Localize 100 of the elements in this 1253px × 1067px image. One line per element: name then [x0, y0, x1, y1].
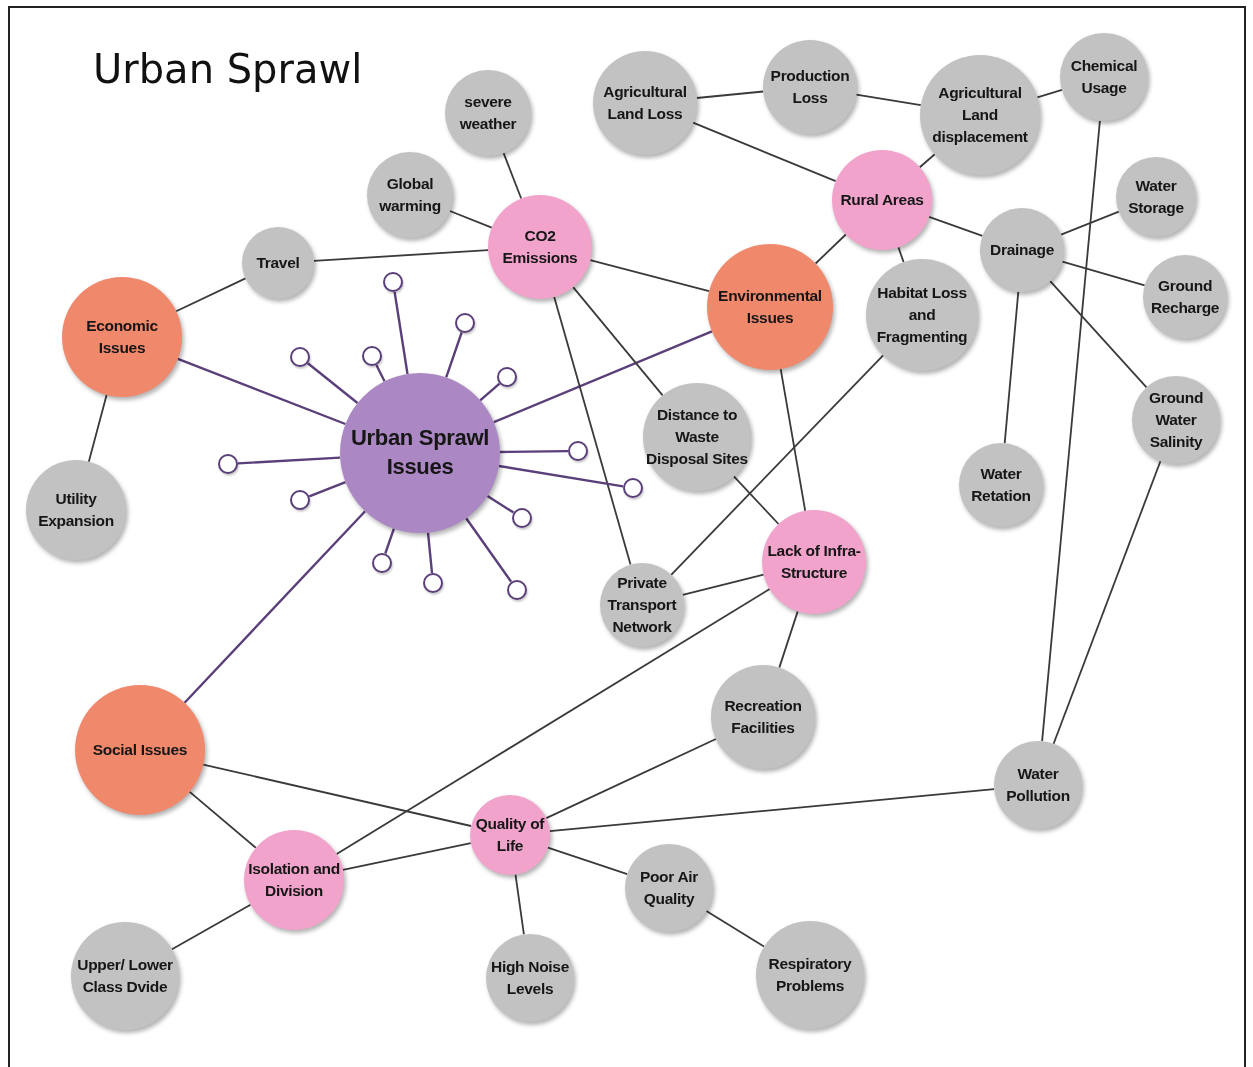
circle-node	[866, 259, 978, 371]
node-label: Economic Issues	[85, 316, 159, 358]
node-label: Distance to Waste Disposal Sites	[645, 405, 749, 469]
connector-line	[1049, 280, 1148, 389]
circle-node	[832, 150, 932, 250]
node-label: Travel	[256, 253, 300, 274]
connector-line	[1060, 210, 1120, 236]
node-label: Agricultural Land Loss	[602, 82, 688, 124]
circle-node	[600, 563, 684, 647]
node-label: Water Retation	[970, 464, 1032, 506]
connector-line	[202, 763, 472, 827]
node-label: Drainage	[990, 240, 1054, 261]
small-circle	[507, 580, 527, 600]
connector-line	[572, 286, 664, 397]
connector-line	[183, 510, 366, 704]
node-label: Agricultural Land displacement	[931, 83, 1029, 147]
connector-line	[393, 291, 409, 375]
connector-line	[1041, 119, 1101, 743]
connector-line	[502, 152, 523, 200]
connector-line	[500, 449, 568, 454]
connector-line	[918, 153, 936, 169]
node-label: Chemical Usage	[1069, 56, 1139, 98]
connector-line	[681, 573, 765, 596]
circle-node	[643, 383, 751, 491]
connector-line	[553, 296, 632, 566]
connector-line	[465, 517, 513, 583]
node-label: CO2 Emissions	[501, 226, 579, 268]
connector-line	[928, 215, 984, 237]
node-label: Utility Expansion	[37, 489, 115, 531]
node-label: Respiratory Problems	[767, 954, 853, 996]
connector-line	[313, 249, 489, 262]
node-label: Ground Recharge	[1149, 276, 1221, 318]
connector-line	[175, 277, 247, 313]
connector-line	[1052, 460, 1162, 745]
small-circle	[290, 490, 310, 510]
node-label: Ground Water Salinity	[1147, 388, 1205, 452]
node-label: Urban Sprawl Issues	[349, 424, 491, 481]
node-label: High Noise Levels	[490, 957, 570, 999]
connector-line	[779, 368, 807, 512]
circle-node	[242, 227, 314, 299]
node-label: Global warming	[378, 174, 442, 216]
node-label: Water Storage	[1127, 176, 1185, 218]
node-label: Environmental Issues	[717, 286, 823, 328]
connector-line	[486, 495, 515, 514]
connector-line	[479, 382, 501, 402]
connector-line	[87, 394, 108, 463]
node-label: Private Transport Network	[606, 573, 678, 637]
node-label: Upper/ Lower Class Dvide	[76, 955, 174, 997]
circle-node	[1132, 376, 1220, 464]
connector-line	[545, 738, 717, 819]
connector-line	[778, 610, 799, 669]
connector-line	[384, 528, 396, 554]
connector-line	[308, 481, 346, 498]
circle-node	[470, 795, 550, 875]
connector-line	[548, 788, 996, 833]
connector-line	[695, 90, 765, 99]
connector-line	[814, 233, 847, 265]
connector-line	[171, 903, 252, 951]
node-label: Water Pollution	[1005, 764, 1071, 806]
connector-line	[1036, 89, 1063, 99]
small-circle	[218, 454, 238, 474]
node-label: Isolation and Division	[247, 859, 341, 901]
circle-node	[920, 55, 1040, 175]
connector-line	[375, 364, 386, 382]
connector-line	[493, 330, 713, 424]
connector-line	[342, 842, 472, 871]
node-label: Lack of Infra-Structure	[766, 541, 862, 583]
small-circle	[568, 441, 588, 461]
connector-line	[237, 456, 341, 465]
small-circle	[497, 367, 517, 387]
connector-line	[855, 93, 922, 107]
node-label: severe weather	[458, 92, 518, 134]
connector-line	[1061, 260, 1146, 287]
small-circle	[383, 272, 403, 292]
connector-line	[449, 210, 493, 229]
connector-line	[705, 910, 765, 948]
node-label: Social Issues	[92, 740, 188, 761]
node-label: Poor Air Quality	[638, 867, 700, 909]
node-label: Quality of Life	[474, 814, 546, 856]
circle-node	[756, 921, 864, 1029]
connector-line	[514, 873, 525, 936]
small-circle	[512, 508, 532, 528]
small-circle	[455, 313, 475, 333]
circle-node	[1116, 157, 1196, 237]
small-circle	[423, 573, 443, 593]
circle-node	[762, 510, 866, 614]
connector-line	[547, 846, 629, 875]
node-label: Rural Areas	[840, 190, 924, 211]
small-circle	[372, 553, 392, 573]
node-label: Habitat Loss and Fragmenting	[875, 283, 969, 347]
connector-line	[897, 246, 905, 263]
connector-line	[670, 354, 884, 576]
connector-line	[335, 588, 771, 855]
connector-line	[426, 532, 434, 574]
connector-line	[589, 259, 710, 292]
small-circle	[623, 478, 643, 498]
circle-node	[980, 208, 1064, 292]
connector-line	[1003, 290, 1020, 445]
connector-line	[733, 475, 780, 525]
connector-line	[498, 464, 624, 488]
